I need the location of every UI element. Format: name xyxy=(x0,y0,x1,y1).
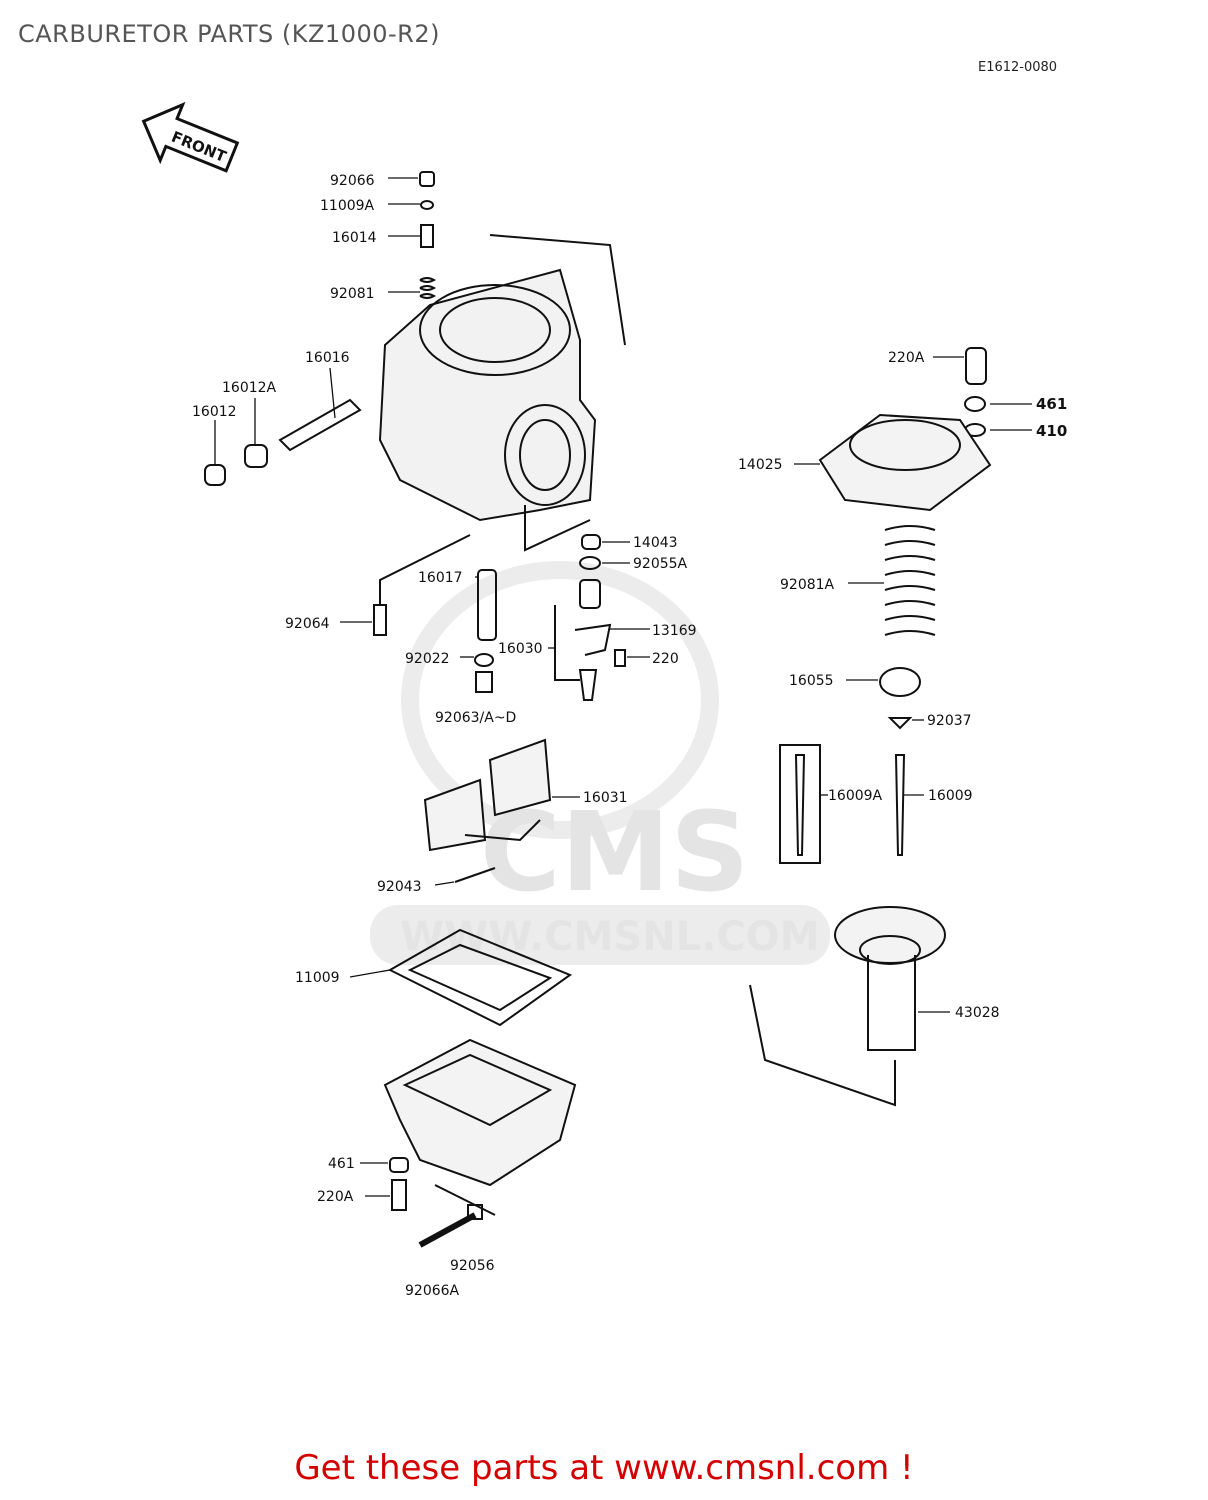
label-16031: 16031 xyxy=(583,790,628,806)
part-92064-shape xyxy=(373,604,387,636)
page-title: CARBURETOR PARTS (KZ1000-R2) xyxy=(18,20,440,48)
label-13169: 13169 xyxy=(652,623,697,639)
label-220A-lower: 220A xyxy=(317,1189,354,1205)
label-92066A: 92066A xyxy=(405,1283,460,1299)
label-92081: 92081 xyxy=(330,286,375,302)
label-461: 461 xyxy=(1036,395,1067,413)
float-bowl-shape xyxy=(383,1038,577,1187)
label-14043: 14043 xyxy=(633,535,678,551)
label-16017: 16017 xyxy=(418,570,463,586)
label-16009: 16009 xyxy=(928,788,973,804)
label-92055A: 92055A xyxy=(633,556,688,572)
part-16017-shape xyxy=(477,569,497,641)
part-220Ab-shape xyxy=(391,1179,407,1211)
front-arrow-icon: FRONT xyxy=(141,101,240,173)
diagram-code: E1612-0080 xyxy=(978,60,1058,75)
float-needle-shape xyxy=(578,669,598,701)
part-16012A-shape xyxy=(244,444,268,468)
label-92081A: 92081A xyxy=(780,577,835,593)
label-92064: 92064 xyxy=(285,616,330,632)
footer-promo-link[interactable]: Get these parts at www.cmsnl.com ! xyxy=(294,1448,914,1488)
exploded-parts-diagram: CMS WWW.CMSNL.COM FRONT xyxy=(141,101,1067,1299)
part-92081-shape xyxy=(419,277,437,299)
watermark-brand: CMS xyxy=(480,788,749,916)
part-14043-shape xyxy=(581,534,601,550)
part-16009A-box xyxy=(779,744,821,864)
label-92037: 92037 xyxy=(927,713,972,729)
part-16014-shape xyxy=(420,224,434,248)
part-14025-shape xyxy=(818,413,992,512)
part-92066-shape xyxy=(419,171,435,187)
label-16009A: 16009A xyxy=(828,788,883,804)
part-16031-shape xyxy=(423,738,552,852)
carburetor-body xyxy=(378,234,626,552)
part-labels: 92066 11009A 16014 92081 16016 16012A 16… xyxy=(192,173,1067,1299)
label-92056: 92056 xyxy=(450,1258,495,1274)
part-16016-shape xyxy=(278,398,362,452)
part-92043-shape xyxy=(454,867,496,883)
label-220A: 220A xyxy=(888,350,925,366)
part-92066A-shape xyxy=(418,1212,477,1248)
label-92066: 92066 xyxy=(330,173,375,189)
part-13169-shape xyxy=(574,623,612,656)
label-11009: 11009 xyxy=(295,970,340,986)
watermark: CMS WWW.CMSNL.COM xyxy=(370,561,830,965)
part-16030-shape xyxy=(579,579,601,609)
part-11009-shape xyxy=(387,928,573,1027)
part-92055A-shape xyxy=(579,556,601,570)
part-16009-shape xyxy=(894,754,906,856)
label-16055: 16055 xyxy=(789,673,834,689)
part-92037-shape xyxy=(887,717,913,730)
label-220: 220 xyxy=(652,651,679,667)
part-16009A-shape xyxy=(794,754,806,856)
part-11009A-shape xyxy=(420,200,434,210)
part-43028-shape xyxy=(834,906,946,1051)
label-92022: 92022 xyxy=(405,651,450,667)
label-16016: 16016 xyxy=(305,350,350,366)
label-410: 410 xyxy=(1036,422,1067,440)
label-16030: 16030 xyxy=(498,641,543,657)
part-92056-shape xyxy=(467,1204,483,1220)
label-16014: 16014 xyxy=(332,230,377,246)
label-16012A: 16012A xyxy=(222,380,277,396)
label-14025: 14025 xyxy=(738,457,783,473)
part-461b-shape xyxy=(389,1157,409,1173)
part-220A-shape xyxy=(965,347,987,385)
label-92063: 92063/A~D xyxy=(435,710,516,726)
label-43028: 43028 xyxy=(955,1005,1000,1021)
part-92022-shape xyxy=(474,653,494,667)
part-16012-shape xyxy=(204,464,226,486)
label-461-lower: 461 xyxy=(328,1156,355,1172)
part-461-shape xyxy=(964,396,986,412)
part-16055-shape xyxy=(879,667,921,697)
part-220-shape xyxy=(614,649,626,667)
label-16012: 16012 xyxy=(192,404,237,420)
label-92043: 92043 xyxy=(377,879,422,895)
label-11009A: 11009A xyxy=(320,198,375,214)
leader-lines xyxy=(214,177,1032,1197)
watermark-url: WWW.CMSNL.COM xyxy=(400,914,820,960)
part-92081A-shape xyxy=(884,525,936,636)
part-92063-shape xyxy=(475,671,493,693)
